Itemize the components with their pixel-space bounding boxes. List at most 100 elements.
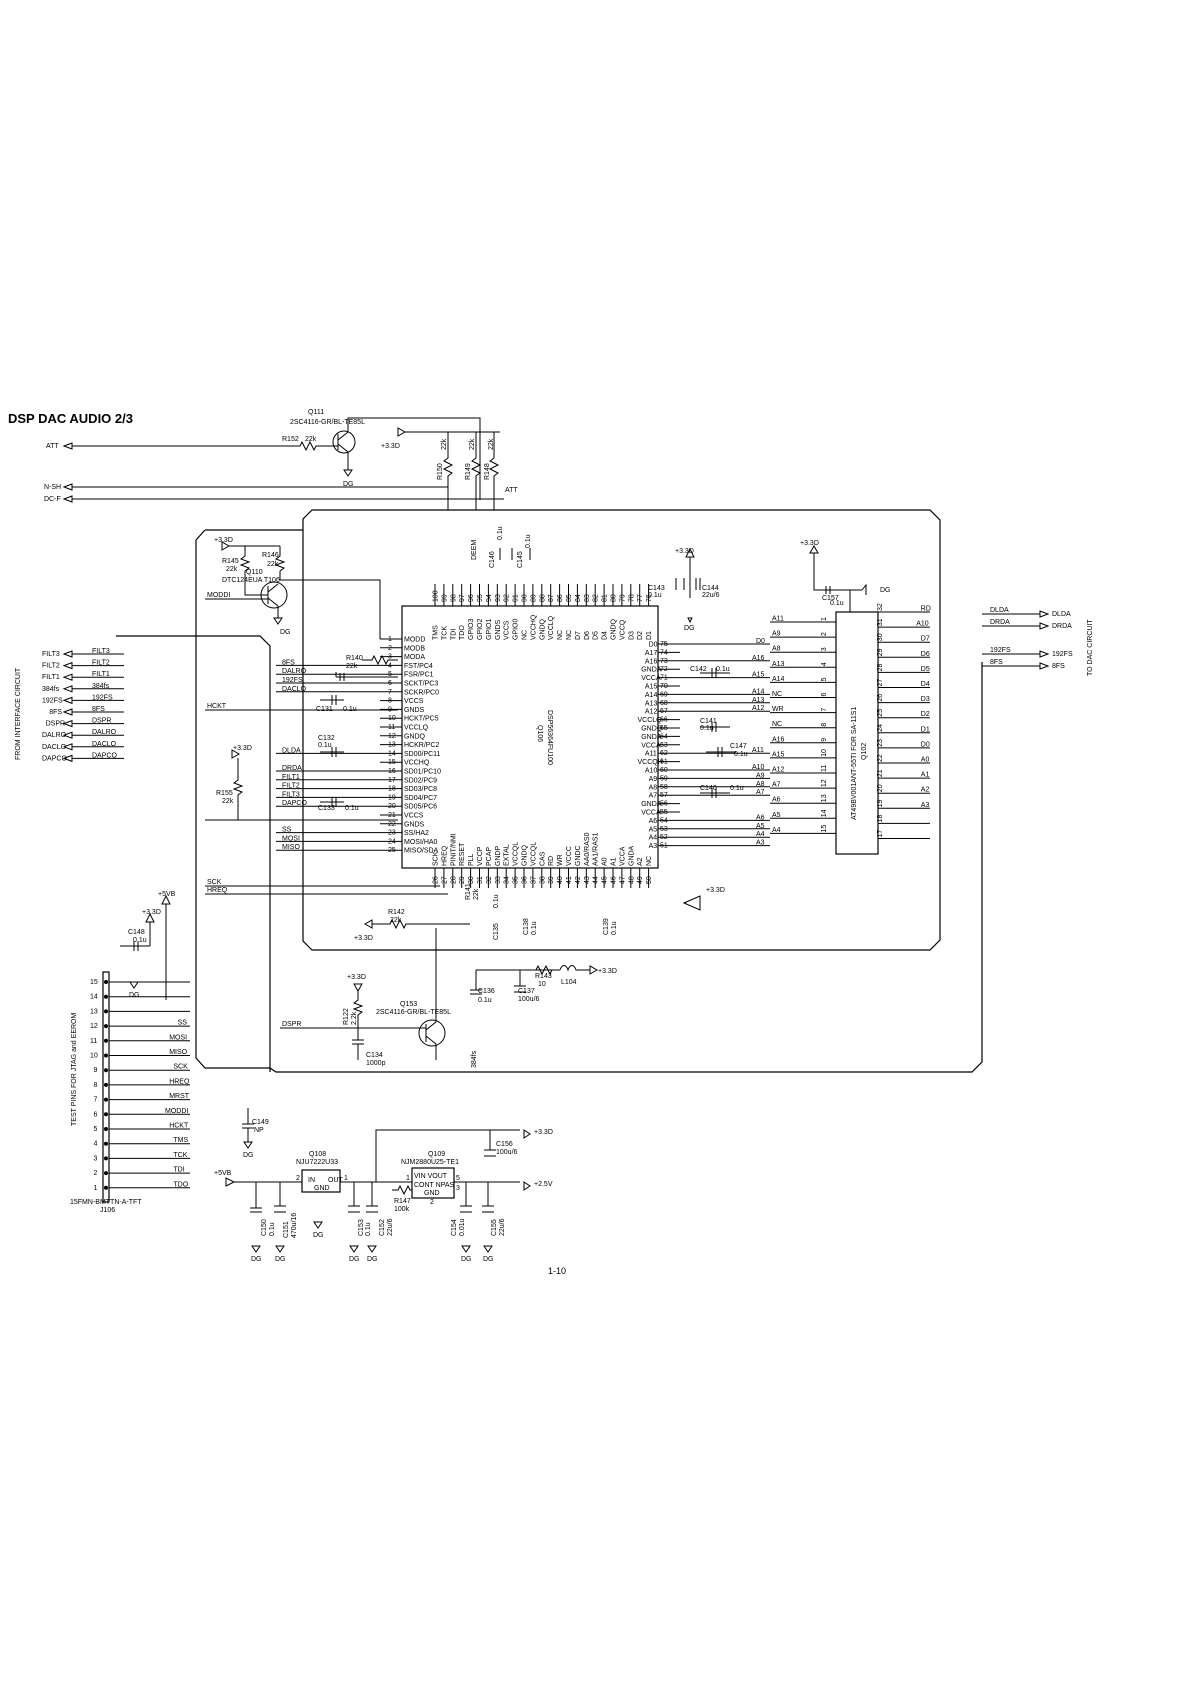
- ground-symbol: [243, 1141, 253, 1149]
- dsp-right-pin-num: 54: [660, 817, 668, 824]
- dsp-right-pin-num: 57: [660, 792, 668, 799]
- dsp-right-pin-num: 55: [660, 809, 668, 816]
- dsp-right-pin-name: A17: [645, 650, 658, 657]
- j106-pin-num: 5: [94, 1126, 98, 1133]
- dsp-left-pin-name: GNDS: [404, 707, 425, 714]
- dsp-right-net-label: A12: [752, 705, 765, 712]
- dsp-top-pin-name: D6: [584, 631, 591, 640]
- dsp-left-pin-num: 4: [388, 662, 392, 669]
- q108-out: OUT: [328, 1177, 344, 1184]
- ground-label: DG: [129, 992, 140, 999]
- ram-left-pin-num: 2: [821, 632, 828, 636]
- dsp-bottom-pin-name: PINIT/NMI: [450, 833, 457, 866]
- c146-value: 0.1u: [497, 526, 504, 540]
- rail-33-right-bottom-label: +3.3D: [706, 887, 725, 894]
- dac-output-label: DLDA: [1052, 611, 1071, 618]
- dsp-right-pin-name: A5: [649, 826, 658, 833]
- ram-left-pin-name: A13: [772, 661, 785, 668]
- j106-pin-num: 4: [94, 1141, 98, 1148]
- dsp-right-pin-num: 63: [660, 742, 668, 749]
- dsp-bottom-pin-num: 34: [504, 876, 511, 884]
- dsp-right-pin-name: A15: [645, 684, 658, 691]
- ram-left-pin-name: A6: [772, 797, 781, 804]
- q110-ground: DG: [280, 629, 291, 636]
- ram-right-net-label: D3: [921, 696, 930, 703]
- iface-left-label: FILT1: [42, 674, 60, 681]
- iface-inner-label: DACLO: [92, 741, 117, 748]
- ground-symbol: [349, 1245, 359, 1253]
- c135-ref: C135: [493, 923, 500, 940]
- c136-ref: C136: [478, 988, 495, 995]
- c141-value: 0.1u: [700, 725, 714, 732]
- ram-right-pin-num: 22: [877, 754, 884, 762]
- c140-value: 0.1u: [730, 785, 744, 792]
- dsp-bottom-pin-name: RD: [548, 856, 555, 866]
- c132-ref: C132: [318, 735, 335, 742]
- j106-signal-label: TDI: [173, 1167, 184, 1174]
- dsp-right-pin-name: A3: [649, 843, 658, 850]
- dsp-left-pin-num: 8: [388, 698, 392, 705]
- dsp-left-pin-name: VCCLQ: [404, 725, 429, 732]
- iface-wire: [62, 708, 124, 716]
- dsp-right-pin-num: 75: [660, 641, 668, 648]
- page-title: DSP DAC AUDIO 2/3: [8, 411, 133, 426]
- dsp-bottom-pin-name: GNDP: [495, 845, 502, 866]
- ram-right-net-label: A3: [921, 802, 930, 809]
- dsp-right-pin-name: A4: [649, 835, 658, 842]
- dsp-bottom-pin-num: 28: [450, 876, 457, 884]
- iface-inner-label: FILT3: [92, 648, 110, 655]
- dsp-right-pin-num: 60: [660, 767, 668, 774]
- r148-value: 22k: [488, 438, 495, 450]
- q153-ref: Q153: [400, 1001, 417, 1008]
- dac-output-wire: [982, 650, 1050, 658]
- ram-left-pin-name: A11: [772, 616, 784, 623]
- dsp-right-net-label: A11: [752, 747, 764, 754]
- j106-pin-num: 3: [94, 1155, 98, 1162]
- dsp-top-pin-name: VCCS: [504, 620, 511, 640]
- iface-wire: [62, 673, 124, 681]
- dsp-top-pin-name: GPIO1: [486, 618, 493, 640]
- dsp-top-pin-name: GPIO0: [513, 618, 520, 640]
- ram-right-net-label: D5: [921, 666, 930, 673]
- r149-ref: R149: [465, 463, 472, 480]
- q109-part: NJM2880U25-TE1: [401, 1159, 459, 1166]
- dsp-top-pin-num: 85: [566, 594, 573, 602]
- iface-inner-label: DAPCO: [92, 752, 117, 759]
- dsp-top-pin-num: 98: [450, 594, 457, 602]
- c151-ref: C151: [283, 1221, 290, 1238]
- iface-left-label: DALRO: [42, 732, 67, 739]
- ram-left-pin-name: NC: [772, 691, 782, 698]
- l104-ref: L104: [561, 979, 577, 986]
- ram-left-pin-num: 4: [821, 662, 828, 666]
- dsp-left-pin-num: 3: [388, 654, 392, 661]
- dsp-top-pin-name: NC: [522, 630, 529, 640]
- c147-ref: C147: [730, 743, 747, 750]
- iface-left-label: 192FS: [42, 697, 63, 704]
- input-att-label: ATT: [46, 443, 59, 450]
- iface-wire: [62, 696, 124, 705]
- dsp-bottom-pin-num: 35: [513, 876, 520, 884]
- dac-output-inner-label: 192FS: [990, 647, 1011, 654]
- dsp-bottom-pin-num: 44: [593, 876, 600, 884]
- ground-label: DG: [275, 1256, 286, 1263]
- ram-left-pin-num: 12: [821, 779, 828, 787]
- dsp-top-pin-name: GNDQ: [539, 618, 546, 640]
- dsp-left-pin-name: VCCS: [404, 813, 424, 820]
- rail-25-label: +2.5V: [534, 1181, 553, 1188]
- c143-value: 0.1u: [648, 592, 662, 599]
- fs384-net-label: 384fs: [471, 1050, 478, 1068]
- q108-ref: Q108: [309, 1151, 326, 1158]
- dsp-right-pin-num: 58: [660, 784, 668, 791]
- c137-value: 100u/6: [518, 996, 540, 1003]
- c156-ref: C156: [496, 1141, 513, 1148]
- dsp-right-pin-name: VCCQH: [638, 759, 663, 766]
- j106-pin-dot: [104, 994, 108, 999]
- j106-pin-dot: [104, 1024, 108, 1029]
- dsp-top-pin-name: D2: [637, 631, 644, 640]
- dsp-left-pin-num: 15: [388, 759, 396, 766]
- iface-left-label: DSPR: [46, 721, 65, 728]
- dac-output-wire: [982, 662, 1050, 670]
- input-nsh: N-SH: [44, 483, 448, 491]
- dsp-bottom-pin-num: 39: [548, 876, 555, 884]
